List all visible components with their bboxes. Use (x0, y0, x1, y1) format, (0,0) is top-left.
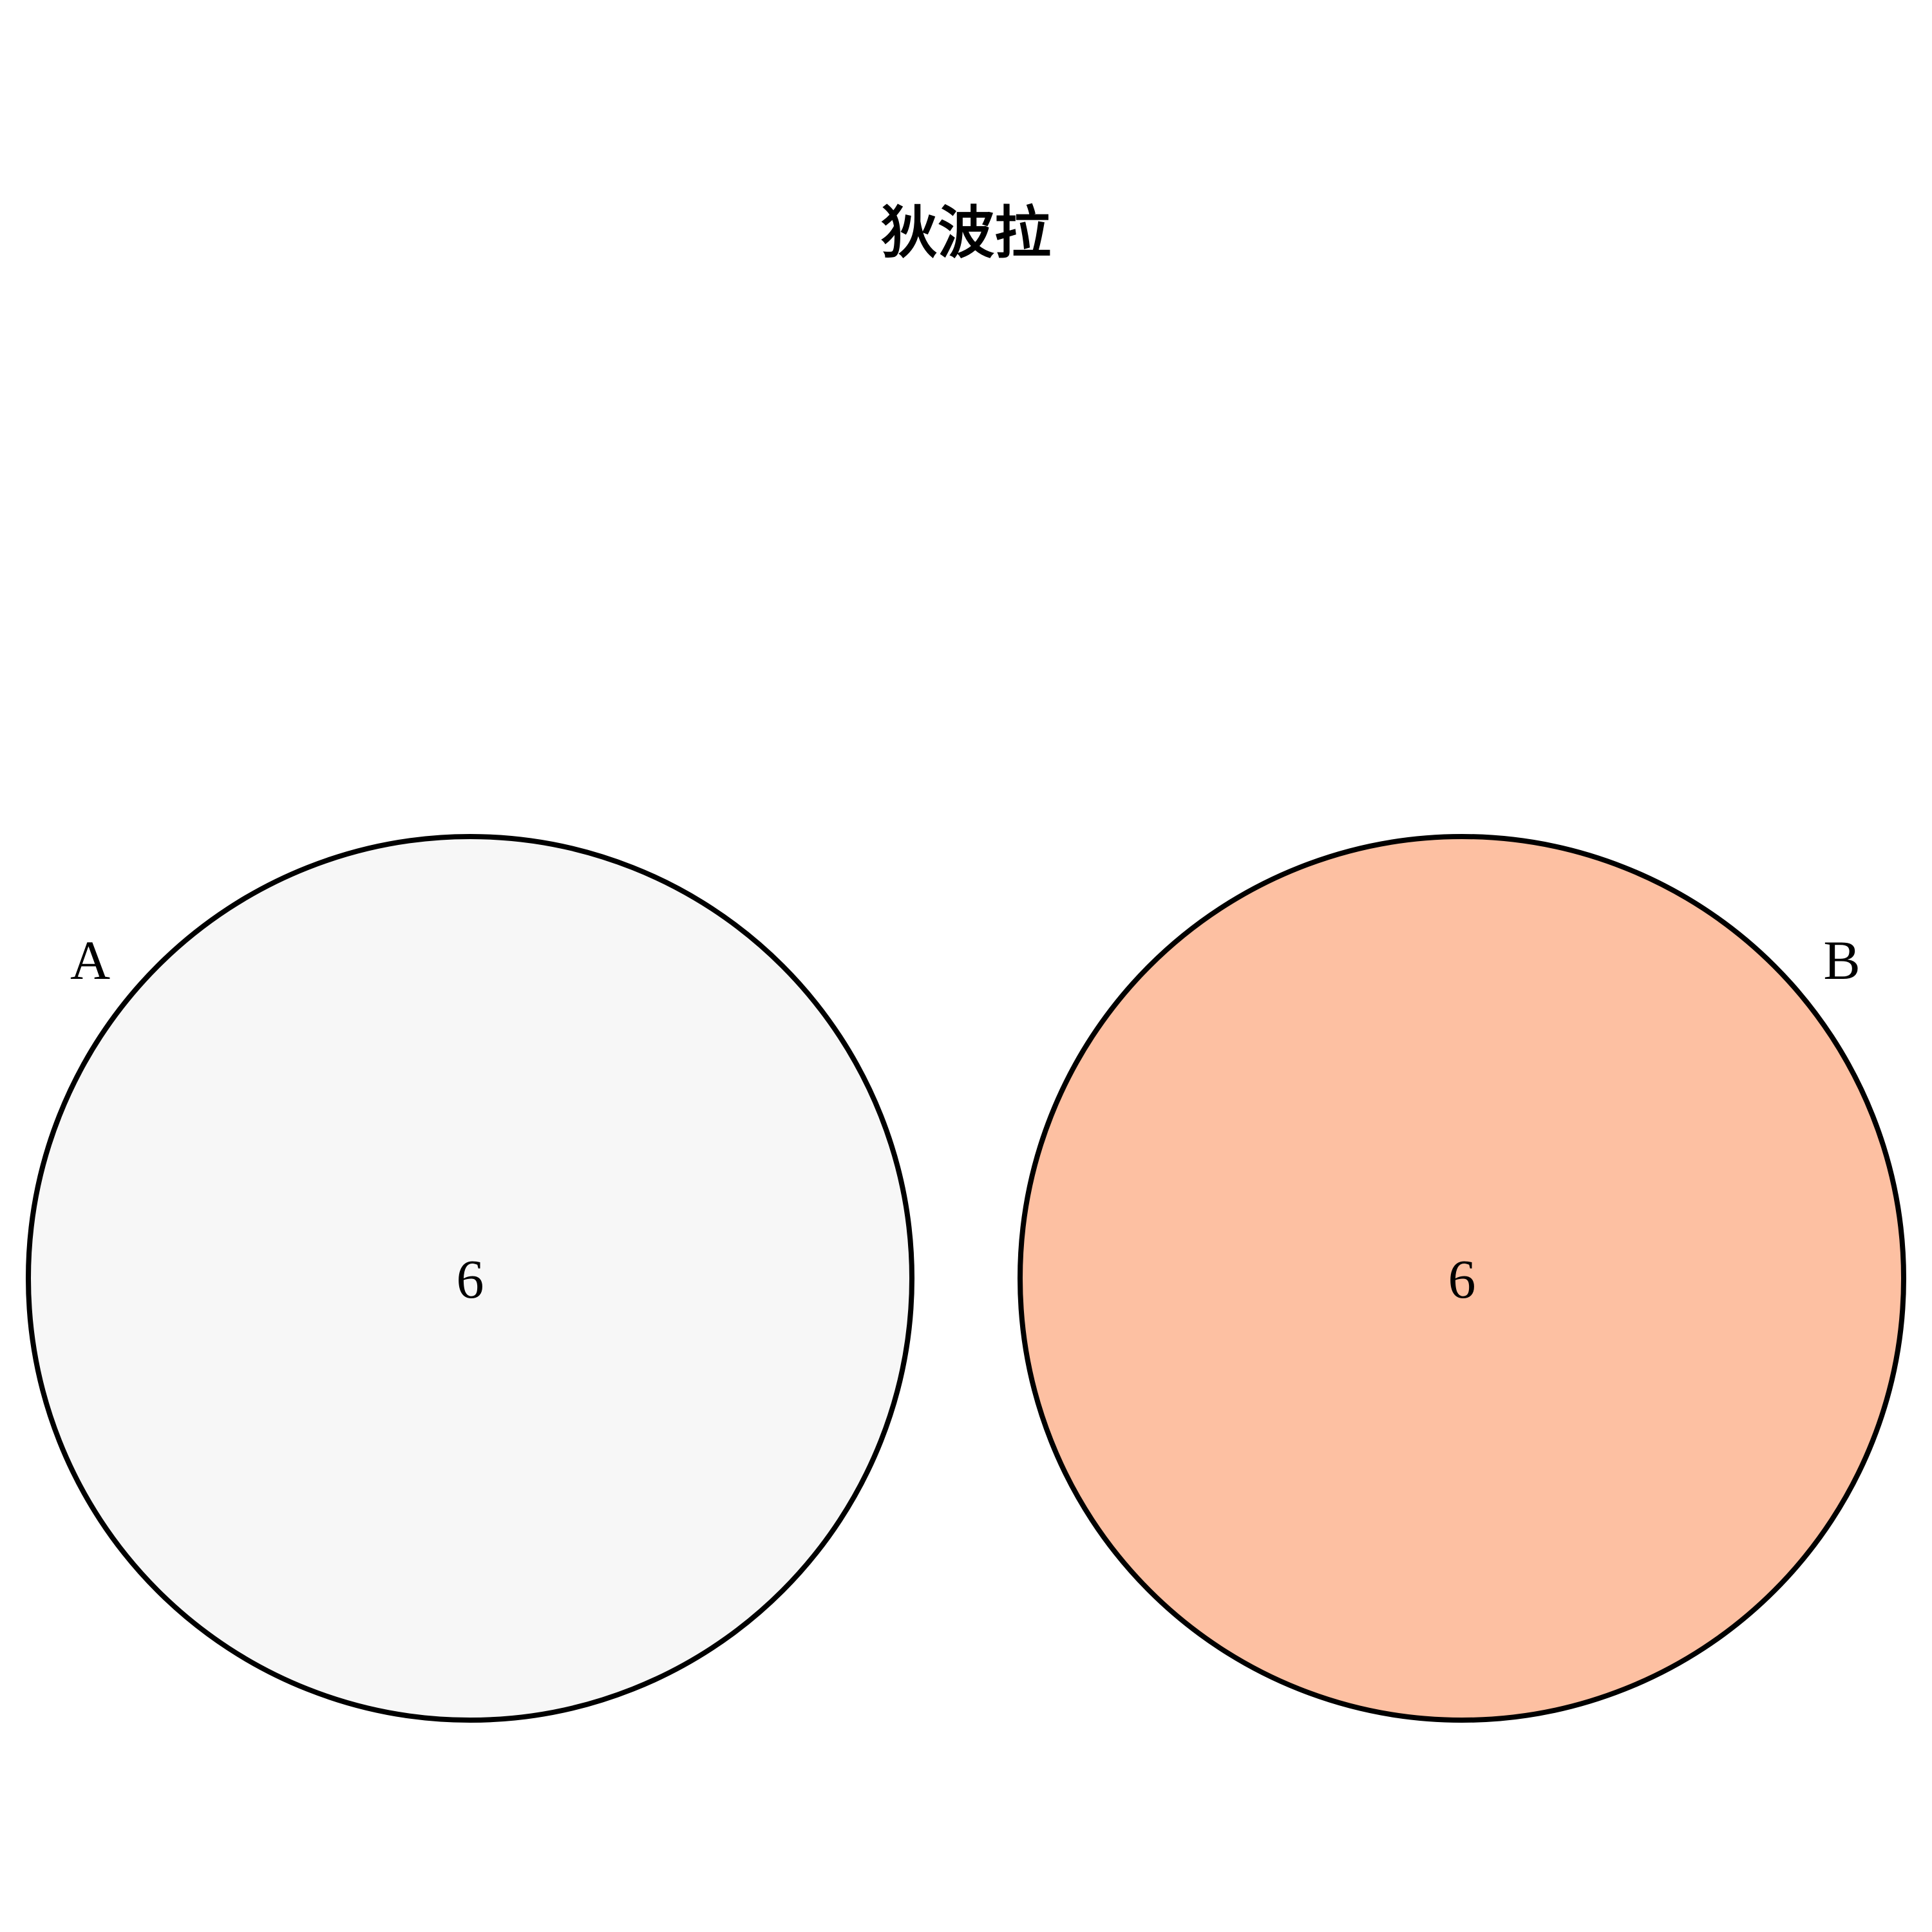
set-b-label: B (1823, 929, 1860, 991)
set-b-circle (1018, 834, 1906, 1723)
set-a-label: A (70, 929, 110, 991)
diagram-title: 狄波拉 (881, 199, 1051, 266)
set-b-count: 6 (1448, 1248, 1476, 1310)
set-a-count: 6 (457, 1248, 484, 1310)
set-a-circle (26, 834, 914, 1723)
